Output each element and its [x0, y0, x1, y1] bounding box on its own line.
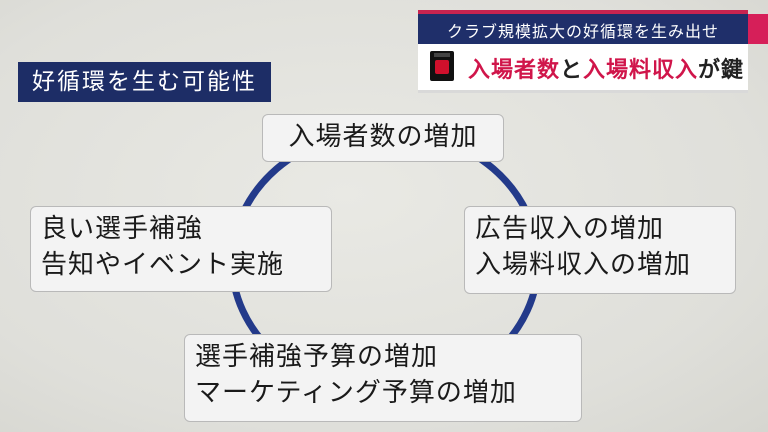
headline-main-bar: 入場者数と入場料収入が鍵 [418, 44, 748, 93]
headline-keyword-ticket-revenue: 入場料収入 [583, 58, 699, 83]
headline-suffix: が鍵 [698, 58, 745, 83]
headline-subtitle-bar: クラブ規模拡大の好循環を生み出せ [418, 10, 748, 44]
cycle-step-text-line2: マーケティング予算の増加 [195, 378, 517, 408]
cycle-step-text-line1: 良い選手補強 [41, 214, 204, 244]
cycle-step-text-line2: 告知やイベント実施 [41, 250, 285, 280]
cycle-step-text: 入場者数の増加 [288, 122, 478, 152]
headline-keyword-attendance: 入場者数 [468, 58, 561, 83]
cycle-step-text-line2: 入場料収入の増加 [475, 250, 692, 280]
news-headline-badge: クラブ規模拡大の好循環を生み出せ 入場者数と入場料収入が鍵 [418, 10, 748, 93]
headline-main: 入場者数と入場料収入が鍵 [468, 52, 744, 84]
league-emblem-icon [430, 51, 454, 81]
headline-conjunction: と [560, 58, 584, 83]
cycle-step-attendance: 入場者数の増加 [262, 114, 504, 162]
cycle-step-revenue: 広告収入の増加 入場料収入の増加 [464, 206, 736, 294]
cycle-step-text-line1: 広告収入の増加 [475, 214, 665, 244]
cycle-step-budget: 選手補強予算の増加 マーケティング予算の増加 [184, 334, 582, 422]
cycle-step-reinforcement: 良い選手補強 告知やイベント実施 [30, 206, 332, 292]
cycle-step-text-line1: 選手補強予算の増加 [195, 342, 439, 372]
accent-tab [748, 14, 768, 44]
section-title: 好循環を生む可能性 [18, 62, 271, 102]
headline-subtitle: クラブ規模拡大の好循環を生み出せ [446, 22, 719, 41]
